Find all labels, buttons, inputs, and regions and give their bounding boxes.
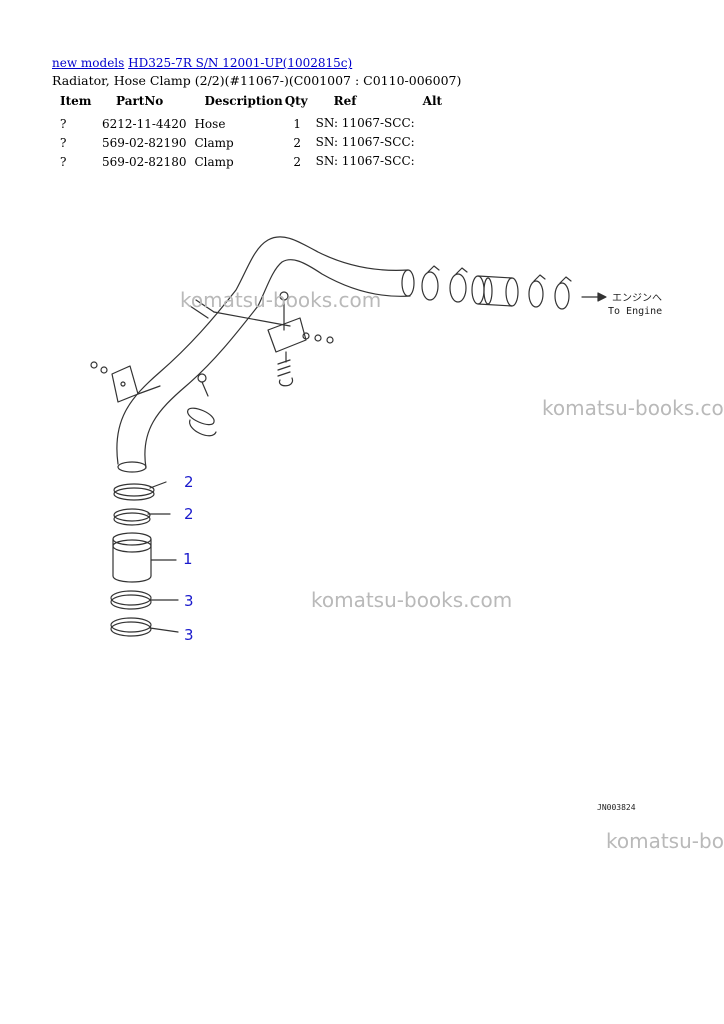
header-part-no: PartNo (116, 94, 164, 108)
cell-qty: 2 (293, 154, 301, 169)
hose-part-1 (112, 532, 177, 583)
table-header-row: Item PartNo Description Qty Ref Alt (52, 92, 446, 114)
watermark: komatsu-books.com (606, 829, 724, 853)
cell-alt (419, 114, 446, 133)
cell-item: ? (60, 154, 67, 169)
cell-ref: SN: 11067-SCC: (315, 135, 415, 149)
cell-alt (419, 133, 446, 152)
engine-label-en: To Engine (608, 306, 662, 317)
breadcrumb-link-model[interactable]: HD325-7R S/N 12001-UP(1002815c) (128, 56, 353, 70)
lower-bracket (90, 361, 217, 437)
callout-label: 3 (184, 626, 194, 644)
drawing-code: JN003824 (597, 803, 636, 812)
clamp-2-upper (113, 481, 167, 501)
cell-description: Clamp (194, 154, 234, 169)
breadcrumb-link-new-models[interactable]: new models (52, 56, 125, 70)
header-qty: Qty (284, 94, 308, 108)
header-item: Item (60, 94, 92, 108)
engine-side-clamps (421, 265, 607, 310)
cell-ref: SN: 11067-SCC: (315, 154, 415, 168)
parts-table: Item PartNo Description Qty Ref Alt ? 62… (52, 92, 446, 171)
cell-qty: 2 (293, 135, 301, 150)
header-alt: Alt (422, 94, 443, 108)
parts-diagram: 2 2 1 3 3 エンジンへ To Engine (90, 236, 662, 644)
cell-part-no: 6212-11-4420 (102, 116, 187, 131)
header-ref: Ref (333, 94, 357, 108)
watermark: komatsu-books.com (180, 288, 382, 312)
page-title: Radiator, Hose Clamp (2/2)(#11067-)(C001… (52, 73, 462, 88)
upper-bracket (189, 291, 334, 387)
watermark: komatsu-books.com (542, 396, 724, 420)
cell-item: ? (60, 135, 67, 150)
callout-label: 2 (184, 473, 194, 491)
callout-label: 2 (184, 505, 194, 523)
cell-description: Clamp (194, 135, 234, 150)
table-row: ? 569-02-82190 Clamp 2 SN: 11067-SCC: (52, 133, 446, 152)
cell-part-no: 569-02-82190 (102, 135, 187, 150)
radiator-hose-pipe (116, 236, 415, 473)
clamp-3-upper (110, 590, 179, 610)
cell-qty: 1 (293, 116, 301, 131)
cell-description: Hose (194, 116, 226, 131)
clamp-2-lower (113, 508, 171, 526)
watermark: komatsu-books.com (311, 588, 513, 612)
cell-part-no: 569-02-82180 (102, 154, 187, 169)
table-row: ? 569-02-82180 Clamp 2 SN: 11067-SCC: (52, 152, 446, 171)
callout-label: 3 (184, 592, 194, 610)
engine-label-jp: エンジンへ (612, 293, 662, 304)
cell-ref: SN: 11067-SCC: (315, 116, 415, 130)
breadcrumb: new models HD325-7R S/N 12001-UP(1002815… (52, 56, 352, 70)
cell-alt (419, 152, 446, 171)
table-row: ? 6212-11-4420 Hose 1 SN: 11067-SCC: (52, 114, 446, 133)
header-description: Description (204, 94, 283, 108)
callout-label: 1 (183, 550, 193, 568)
clamp-3-lower (110, 617, 179, 637)
cell-item: ? (60, 116, 67, 131)
